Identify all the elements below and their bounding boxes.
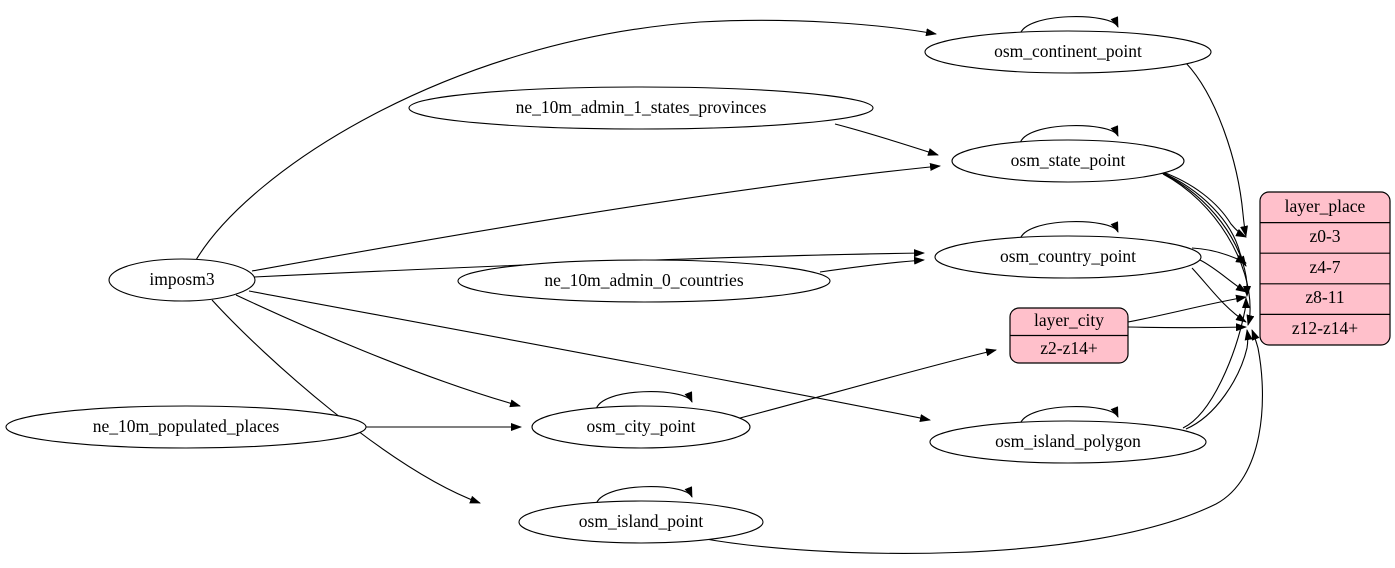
node-osm_continent_point-label: osm_continent_point xyxy=(994,41,1142,61)
node-ne_10m_populated_places-shape[interactable] xyxy=(5,405,367,449)
node-osm_city_point[interactable]: osm_city_point xyxy=(531,405,751,449)
node-osm_state_point-shape[interactable] xyxy=(951,139,1185,183)
node-osm_continent_point[interactable]: osm_continent_point xyxy=(924,30,1212,74)
node-osm_island_polygon-label: osm_island_polygon xyxy=(995,431,1141,451)
edge-osm_country_point-to-layer_place-z12-z14+ xyxy=(1191,267,1247,323)
node-imposm3[interactable]: imposm3 xyxy=(108,258,256,302)
node-osm_state_point[interactable]: osm_state_point xyxy=(951,139,1185,183)
edge-ne_10m_admin_0_countries-to-osm_country_point xyxy=(819,256,925,273)
node-ne_10m_populated_places-label: ne_10m_populated_places xyxy=(93,416,280,436)
edge-osm_state_point-to-layer_place-z8-11 xyxy=(1161,172,1251,297)
edge-osm_state_point-to-layer_place-z12-z14+ xyxy=(1162,173,1255,326)
record-layer_place-row-2[interactable]: z8-11 xyxy=(1305,287,1344,307)
self-loop-osm_country_point xyxy=(1019,221,1119,241)
self-loop-osm_island_polygon xyxy=(1019,406,1119,426)
edge-layer_city-to-layer_place-z12-z14+ xyxy=(1127,323,1247,332)
self-loop-osm_state_point xyxy=(1019,125,1119,145)
edge-osm_city_point-to-layer_city-z2-z14+ xyxy=(739,348,997,419)
node-osm_country_point-label: osm_country_point xyxy=(1000,246,1136,266)
edge-imposm3-to-osm_state_point xyxy=(251,163,941,272)
node-osm_city_point-shape[interactable] xyxy=(531,405,751,449)
node-ne_10m_admin_0_countries[interactable]: ne_10m_admin_0_countries xyxy=(457,259,831,303)
edge-osm_state_point-to-layer_place-z0-3 xyxy=(1159,170,1247,238)
edge-imposm3-to-osm_city_point xyxy=(235,294,521,408)
record-layer_place-box[interactable] xyxy=(1259,191,1391,346)
edge-osm_continent_point-to-layer_place-z0-3 xyxy=(1185,62,1248,237)
record-layer_place-title: layer_place xyxy=(1285,196,1366,216)
record-layer_city[interactable]: layer_city z2-z14+ xyxy=(1009,307,1129,364)
node-osm_state_point-label: osm_state_point xyxy=(1011,150,1126,170)
node-osm_country_point[interactable]: osm_country_point xyxy=(934,235,1202,279)
edge-layer_city-to-layer_place-z8-11 xyxy=(1127,294,1247,323)
self-loop-osm_island_point xyxy=(595,486,693,506)
node-osm_island_point-shape[interactable] xyxy=(518,500,764,544)
nodes-layer: imposm3 ne_10m_admin_1_states_provinces … xyxy=(5,30,1212,544)
node-ne_10m_admin_0_countries-shape[interactable] xyxy=(457,259,831,303)
node-osm_country_point-shape[interactable] xyxy=(934,235,1202,279)
edges-layer xyxy=(195,16,1263,554)
node-osm_island_polygon[interactable]: osm_island_polygon xyxy=(929,420,1207,464)
node-osm_island_point-label: osm_island_point xyxy=(579,511,704,531)
node-ne_10m_populated_places[interactable]: ne_10m_populated_places xyxy=(5,405,367,449)
node-osm_island_polygon-shape[interactable] xyxy=(929,420,1207,464)
node-ne_10m_admin_1_states_provinces[interactable]: ne_10m_admin_1_states_provinces xyxy=(408,86,874,130)
records-layer: layer_city z2-z14+ layer_place z0-3 z4-7… xyxy=(1009,191,1391,364)
node-imposm3-shape[interactable] xyxy=(108,258,256,302)
record-layer_city-title: layer_city xyxy=(1034,310,1104,330)
node-ne_10m_admin_0_countries-label: ne_10m_admin_0_countries xyxy=(544,270,743,290)
record-layer_place-row-3[interactable]: z12-z14+ xyxy=(1292,318,1358,338)
record-layer_place-row-1[interactable]: z4-7 xyxy=(1309,257,1340,277)
record-layer_city-row-0[interactable]: z2-z14+ xyxy=(1040,338,1098,358)
record-layer_place[interactable]: layer_place z0-3 z4-7 z8-11 z12-z14+ xyxy=(1259,191,1391,346)
edge-ne_10m_admin_1_states_provinces-to-osm_state_point xyxy=(834,123,939,156)
self-loop-osm_continent_point xyxy=(1019,16,1119,36)
node-ne_10m_admin_1_states_provinces-label: ne_10m_admin_1_states_provinces xyxy=(516,97,767,117)
edge-imposm3-to-osm_island_point xyxy=(211,299,481,504)
node-ne_10m_admin_1_states_provinces-shape[interactable] xyxy=(408,86,874,130)
edge-osm_island_polygon-to-layer_place-z12-z14+ xyxy=(1185,329,1253,430)
node-imposm3-label: imposm3 xyxy=(149,269,214,289)
edge-imposm3-to-osm_continent_point xyxy=(195,19,937,261)
edge-osm_island_point-to-layer_place-z12-z14+ xyxy=(699,329,1263,554)
node-osm_continent_point-shape[interactable] xyxy=(924,30,1212,74)
edge-imposm3-to-osm_island_polygon xyxy=(248,290,931,422)
edge-osm_island_polygon-to-layer_place-z8-11 xyxy=(1182,297,1250,429)
edge-osm_country_point-to-layer_place-z8-11 xyxy=(1199,259,1247,293)
edge-osm_country_point-to-layer_place-z4-7 xyxy=(1191,247,1247,264)
node-osm_city_point-label: osm_city_point xyxy=(587,416,696,436)
node-osm_island_point[interactable]: osm_island_point xyxy=(518,500,764,544)
record-layer_place-row-0[interactable]: z0-3 xyxy=(1309,226,1340,246)
self-loop-osm_city_point xyxy=(595,391,693,411)
